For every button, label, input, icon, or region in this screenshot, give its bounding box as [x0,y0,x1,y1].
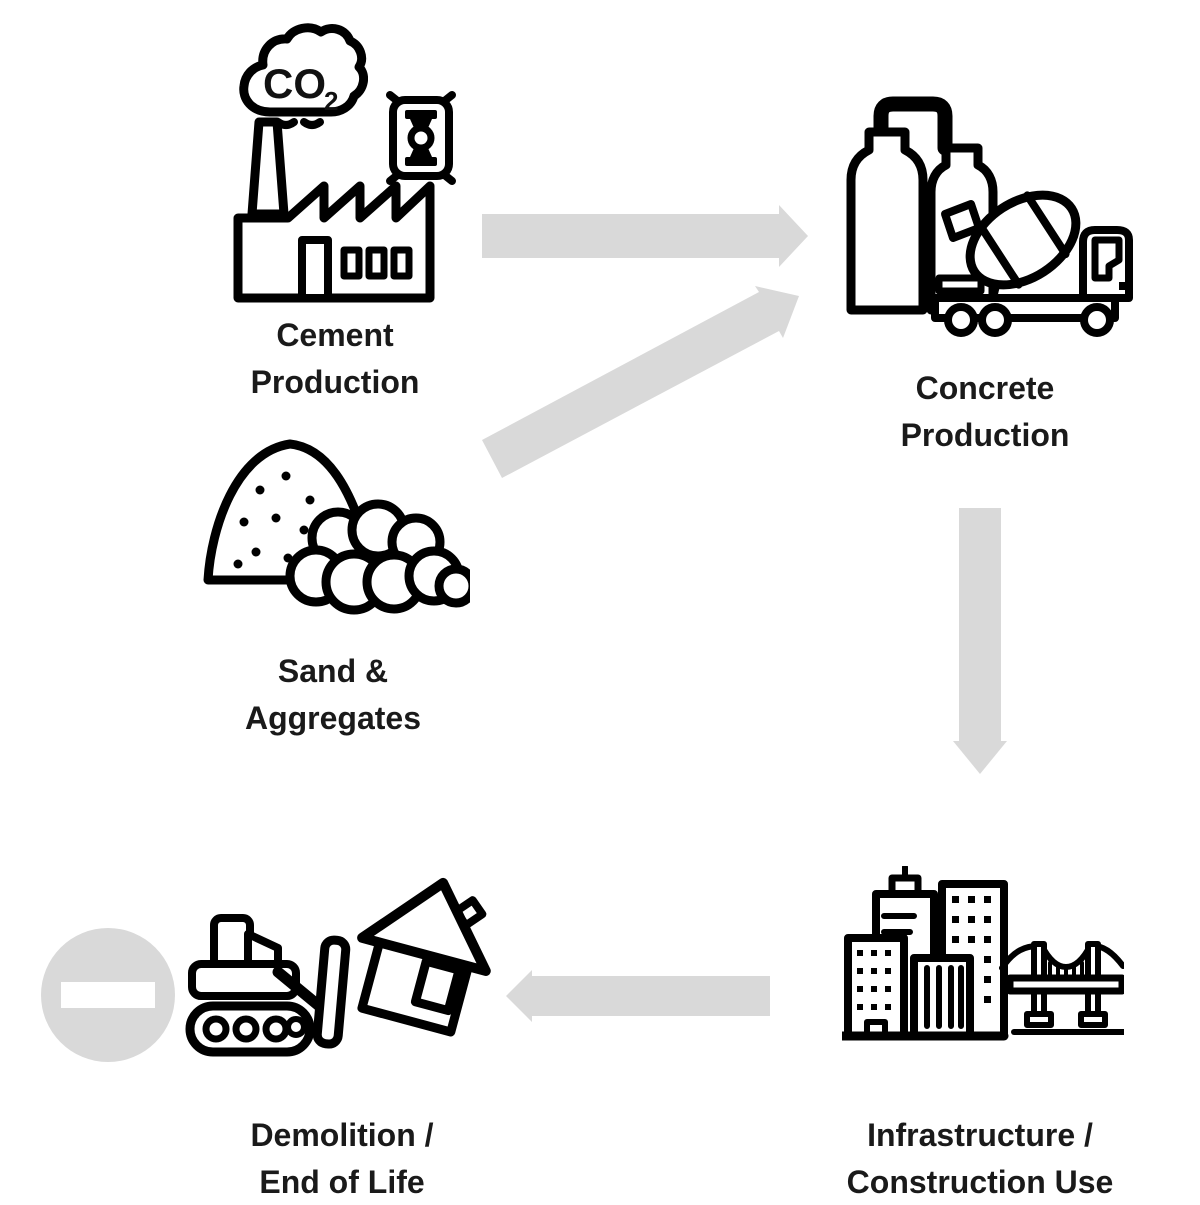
co2-text: CO [263,60,326,107]
no-entry-icon [41,928,175,1062]
arrow-concrete-to-infrastructure [953,508,1007,774]
label-line: Construction Use [846,1164,1114,1200]
co2-cloud-icon: CO 2 [239,23,368,129]
building-windows [857,950,891,1010]
label-line: Concrete [915,370,1055,406]
label-line: Sand & [277,653,389,689]
arrow-sand-to-concrete [482,286,799,478]
label-concrete-production: Concrete Production [835,365,1135,459]
no-entry-bar [61,982,155,1008]
label-line: Production [900,417,1070,453]
suspension-bridge-icon [999,941,1124,1035]
label-infrastructure: Infrastructure / Construction Use [805,1112,1155,1205]
label-sand-aggregates: Sand & Aggregates [183,648,483,742]
infrastructure-icon [842,866,1124,1041]
building-windows [952,896,991,1003]
arrow-infrastructure-to-demolition [506,970,770,1022]
factory-icon [233,117,435,303]
mixer-truck-icon [931,190,1133,337]
label-line: Cement [276,317,394,353]
label-line: End of Life [259,1164,425,1200]
cement-bag-icon [386,91,456,185]
city-buildings-icon [842,866,1009,1041]
label-line: Production [250,364,420,400]
label-cement-production: Cement Production [185,312,485,406]
label-line: Infrastructure / [867,1117,1093,1153]
bulldozer-icon [185,914,351,1057]
label-demolition: Demolition / End of Life [192,1112,492,1205]
aggregate-rocks-icon [285,499,470,615]
house-icon [357,877,491,1037]
concrete-plant-icon [846,96,1133,337]
label-line: Aggregates [244,700,422,736]
sand-aggregates-icon [203,439,470,615]
label-line: Demolition / [250,1117,434,1153]
co2-subscript: 2 [324,86,338,116]
arrow-cement-to-concrete [482,205,808,267]
